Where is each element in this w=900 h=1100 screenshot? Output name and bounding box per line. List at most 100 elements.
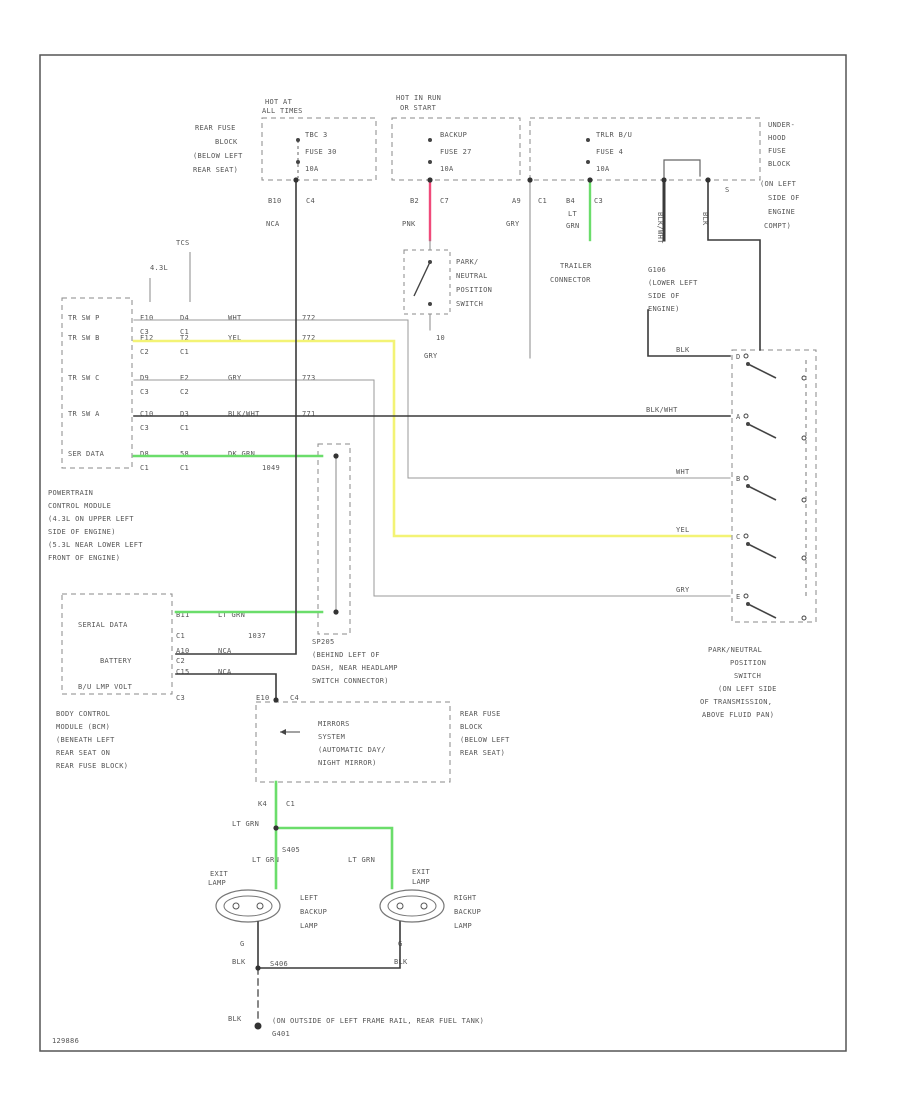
bcm-row-label: B/U LMP VOLT <box>78 683 133 691</box>
sp205-label: SWITCH CONNECTOR) <box>312 677 389 685</box>
circuit-label: 772 <box>302 334 316 342</box>
pin-label: C1 <box>538 197 547 205</box>
pin-label: G <box>240 940 245 948</box>
wire-label: GRY <box>228 374 242 382</box>
bcm-title: BODY CONTROL <box>56 710 110 718</box>
sp205-label: DASH, NEAR HEADLAMP <box>312 664 398 672</box>
pin-label: C4 <box>290 694 299 702</box>
bcm-title: MODULE (BCM) <box>56 723 110 731</box>
ground-label: G401 <box>272 1030 290 1038</box>
ground-label: (ON OUTSIDE OF LEFT FRAME RAIL, REAR FUE… <box>272 1017 484 1025</box>
pnp-contact <box>801 497 807 503</box>
splice-dot <box>273 697 279 703</box>
pnp-wire-label: YEL <box>676 526 690 534</box>
fuse-label: FUSE 30 <box>305 148 337 156</box>
mirror-label: SYSTEM <box>318 733 345 741</box>
pcm-title: CONTROL MODULE <box>48 502 111 510</box>
splice-dot <box>527 177 533 183</box>
pnp-contact <box>801 435 807 441</box>
pin-label: F12 <box>140 334 154 342</box>
wire-label: LT GRN <box>252 856 279 864</box>
pcm-title: (5.3L NEAR LOWER LEFT <box>48 541 143 549</box>
fuse-label: 10A <box>305 165 319 173</box>
pin-label: A10 <box>176 647 190 655</box>
pnp-title: SWITCH <box>734 672 761 680</box>
splice-dot <box>255 965 261 971</box>
pin-label: B11 <box>176 611 190 619</box>
sp205-label: SP205 <box>312 638 335 646</box>
wire-label: BLK <box>394 958 408 966</box>
g106-label: G106 <box>648 266 666 274</box>
block-title: UNDER- <box>768 121 795 129</box>
pnp-switch-blade <box>747 603 777 619</box>
pnp-pin-label: E <box>736 593 741 601</box>
fuse-label: TBC 3 <box>305 131 328 139</box>
pin-label: B10 <box>268 197 282 205</box>
pin-label: C7 <box>440 197 449 205</box>
pcm-block: 4.3L TCS POWERTRAIN CONTROL MODULE (4.3L… <box>48 239 191 562</box>
ground-g401: BLK (ON OUTSIDE OF LEFT FRAME RAIL, REAR… <box>228 1015 484 1038</box>
wire-label: YEL <box>228 334 242 342</box>
bcm-title: REAR SEAT ON <box>56 749 110 757</box>
conn-label: C1 <box>180 348 189 356</box>
block-title: REAR SEAT) <box>193 166 238 174</box>
wire-label: LT <box>568 210 578 218</box>
splice-dot <box>705 177 711 183</box>
pnp-title: PARK/NEUTRAL <box>708 646 762 654</box>
pnp-switch-blade <box>747 485 777 501</box>
wire-blk-ground <box>647 309 731 357</box>
pin-label: T2 <box>180 334 189 342</box>
wire-label: LT GRN <box>232 820 259 828</box>
trailer-label: CONNECTOR <box>550 276 591 284</box>
pnp-contact <box>801 615 807 621</box>
pnp-pin-label: D <box>736 353 741 361</box>
wire-label: BLK <box>228 1015 242 1023</box>
splice-dot <box>293 177 299 183</box>
pnp-contact <box>743 413 749 419</box>
conn-label: C1 <box>180 464 189 472</box>
pnp-contact <box>801 555 807 561</box>
pnp-pin-label: A <box>736 413 741 421</box>
conn-label: C3 <box>140 388 149 396</box>
sp205-label: (BEHIND LEFT OF <box>312 651 380 659</box>
backup-fuse-block: HOT IN RUN OR START BACKUP FUSE 27 10A B… <box>391 94 521 228</box>
pcm-input-label: SER DATA <box>68 450 105 458</box>
pin-label: S <box>725 186 730 194</box>
wire-label: WHT <box>228 314 242 322</box>
block-title: (BELOW LEFT <box>193 152 243 160</box>
fuse-label: 10A <box>440 165 454 173</box>
wire-right-lamp <box>274 826 394 890</box>
pnp-title: POSITION <box>730 659 766 667</box>
pnp-pivot <box>746 542 750 546</box>
splice-dot <box>333 609 339 615</box>
wire-nca-battery <box>175 179 297 655</box>
pin-label: F10 <box>140 314 154 322</box>
block-title: HOOD <box>768 134 786 142</box>
pin-label: 58 <box>180 450 189 458</box>
wire-label: BLK <box>232 958 246 966</box>
lamp-tag: EXIT <box>210 870 229 878</box>
pnp-title: (ON LEFT SIDE <box>718 685 777 693</box>
wire-label: 1037 <box>248 632 266 640</box>
wire-label: BLK/WHT <box>656 212 664 244</box>
conn-label: C1 <box>140 464 149 472</box>
conn-label: C3 <box>176 694 185 702</box>
pcm-input-label: TR SW B <box>68 334 100 342</box>
lamp-tag: LAMP <box>208 879 226 887</box>
pnp-switch: PARK/NEUTRAL POSITION SWITCH (ON LEFT SI… <box>700 349 817 719</box>
wire-label: NCA <box>218 668 232 676</box>
fuse-label: BACKUP <box>440 131 467 139</box>
pin-label: D4 <box>180 314 189 322</box>
conn-label: C3 <box>140 328 149 336</box>
backup-lamps: S405 LT GRN LT GRN EXIT LAMP EXIT LAMP L… <box>208 846 481 968</box>
circuit-label: 771 <box>302 410 316 418</box>
pnp-pivot <box>746 362 750 366</box>
wire-yel <box>132 339 732 538</box>
pnp-title: ABOVE FLUID PAN) <box>702 711 774 719</box>
lamp-label: BACKUP <box>300 908 327 916</box>
pnp-wire-label: BLK/WHT <box>646 406 678 414</box>
conn-label: C3 <box>140 424 149 432</box>
bcm-row-label: SERIAL DATA <box>78 621 128 629</box>
g106-label: (LOWER LEFT <box>648 279 698 287</box>
